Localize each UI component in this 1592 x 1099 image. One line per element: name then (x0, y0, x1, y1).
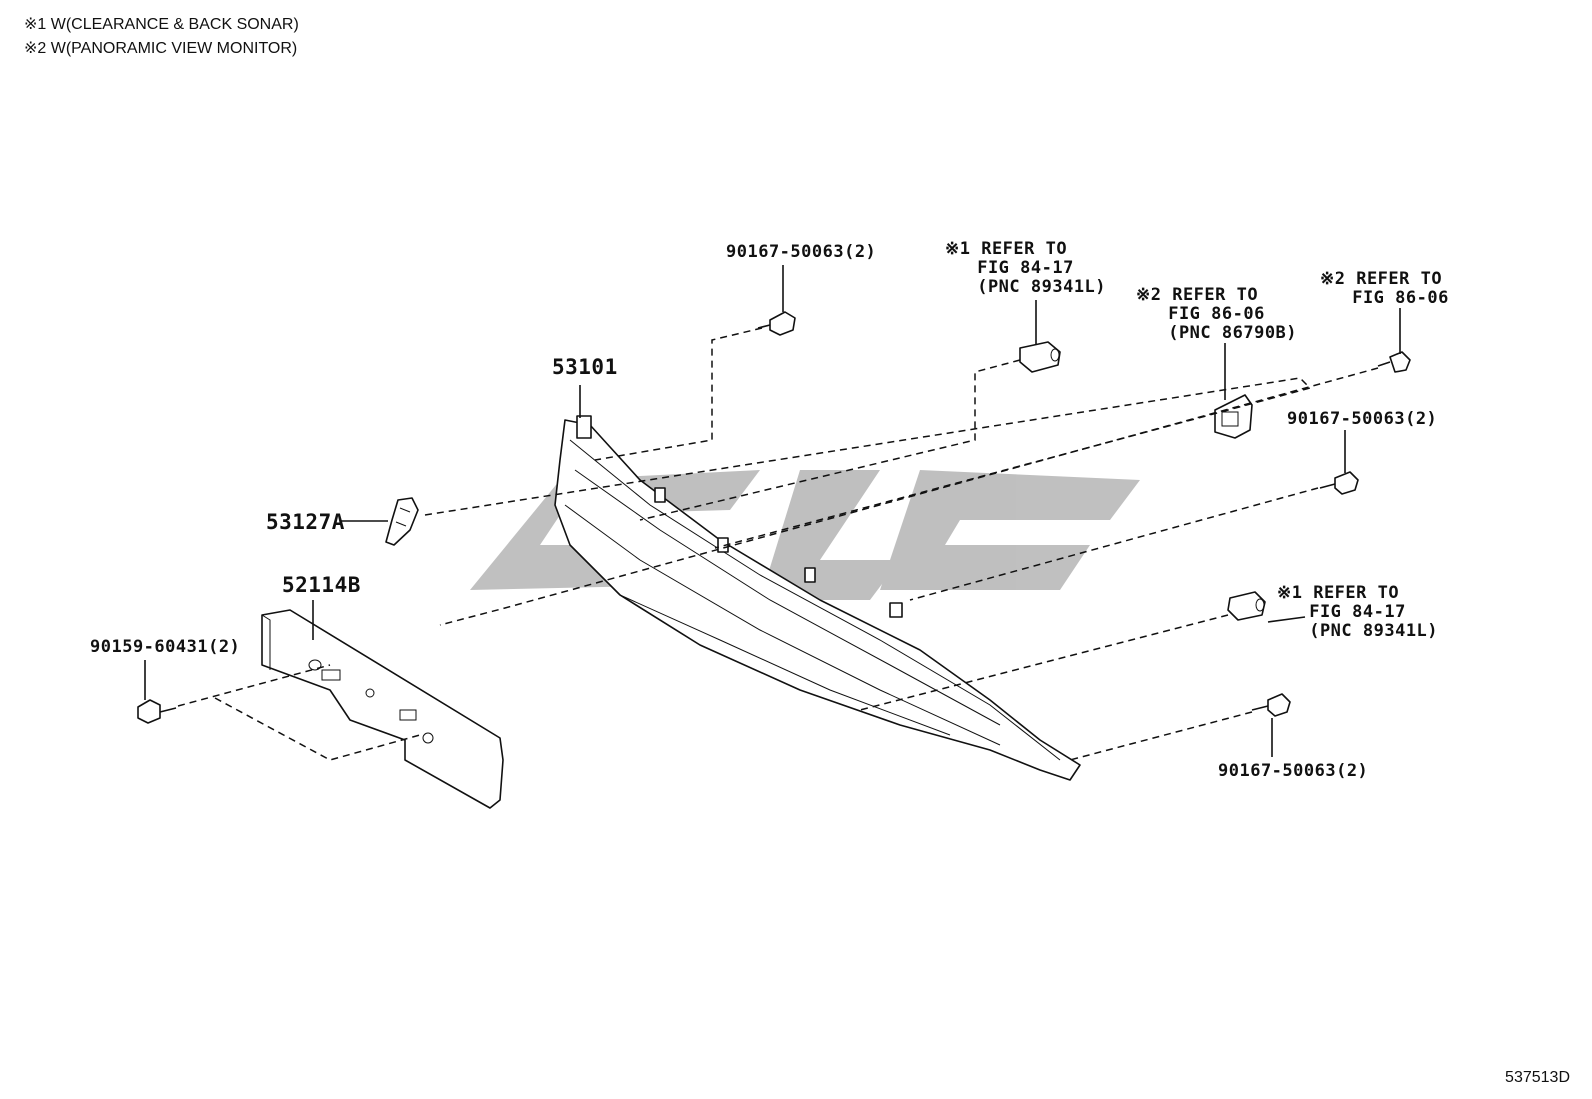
bolt-90167-right (1319, 471, 1359, 495)
label-bolt-top: 90167-50063(2) (726, 242, 877, 262)
camera-unit (1214, 394, 1253, 439)
bumper-cover-53101 (554, 415, 1081, 781)
ref-sonar-bottom: ※1 REFER TO FIG 84-17 (PNC 89341L) (1277, 583, 1439, 641)
bolt-90159-left (137, 699, 177, 724)
cover-clip (804, 567, 816, 583)
label-53127A: 53127A (266, 510, 345, 534)
ref-clip-top-right: ※2 REFER TO FIG 86-06 (1320, 269, 1449, 308)
cover-clip (889, 602, 903, 618)
label-bolt-left: 90159-60431(2) (90, 637, 241, 657)
leader-lines (144, 265, 1401, 757)
note-clearance-sonar: ※1 W(CLEARANCE & BACK SONAR) (24, 16, 299, 33)
alignment-lines (177, 327, 1379, 761)
bolt-90167-top (757, 311, 796, 336)
figure-code: 537513D (1505, 1069, 1570, 1086)
absorber-52114B (261, 609, 504, 809)
ref-camera: ※2 REFER TO FIG 86-06 (PNC 86790B) (1136, 285, 1298, 343)
note-panoramic-monitor: ※2 W(PANORAMIC VIEW MONITOR) (24, 40, 298, 57)
ref-sonar-top: ※1 REFER TO FIG 84-17 (PNC 89341L) (945, 239, 1107, 297)
cover-clip (654, 487, 666, 503)
clip-top-right (1377, 351, 1411, 373)
cover-tab (576, 415, 592, 439)
bolt-90167-bottom (1251, 693, 1291, 717)
sonar-sensor-bottom (1227, 591, 1266, 621)
label-53101: 53101 (552, 355, 618, 379)
label-bolt-bottom: 90167-50063(2) (1218, 761, 1369, 781)
label-bolt-right: 90167-50063(2) (1287, 409, 1438, 429)
bracket-53127A (385, 497, 419, 546)
label-52114B: 52114B (282, 573, 361, 597)
sonar-sensor-top (1019, 341, 1061, 373)
